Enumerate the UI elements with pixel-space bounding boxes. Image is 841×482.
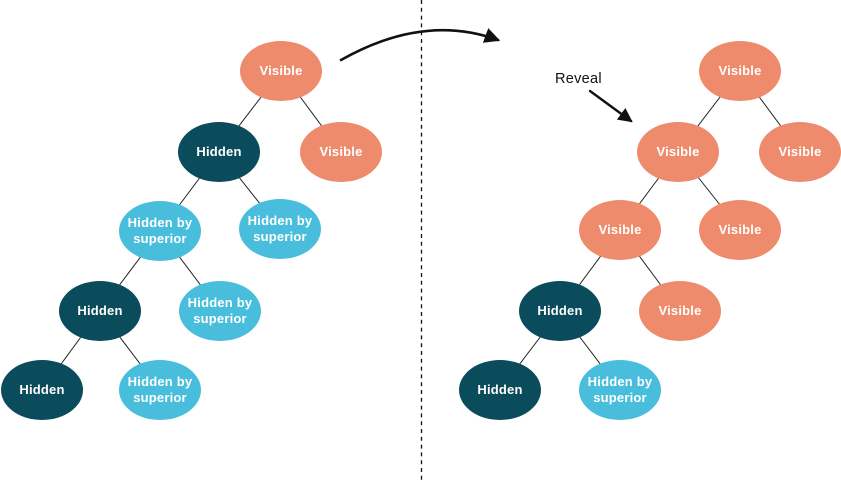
tree-node-hidden: Hidden	[59, 281, 141, 341]
tree-node-label: Visible	[718, 63, 762, 79]
tree-node-visible: Visible	[579, 200, 661, 260]
tree-node-label: Visible	[658, 303, 702, 319]
tree-node-label: Hidden	[477, 382, 523, 398]
tree-node-label: Visible	[598, 222, 642, 238]
tree-node-label: Visible	[778, 144, 822, 160]
tree-node-visible: Visible	[699, 41, 781, 101]
tree-node-visible: Visible	[639, 281, 721, 341]
tree-node-label: Hidden by superior	[187, 295, 253, 326]
tree-node-hidden: Hidden	[1, 360, 83, 420]
tree-node-visible: Visible	[300, 122, 382, 182]
tree-node-hidden: Hidden	[178, 122, 260, 182]
tree-node-visible: Visible	[637, 122, 719, 182]
tree-node-label: Visible	[319, 144, 363, 160]
tree-node-hidden: Hidden	[519, 281, 601, 341]
tree-node-label: Hidden	[196, 144, 242, 160]
tree-node-label: Hidden	[537, 303, 583, 319]
tree-node-label: Visible	[259, 63, 303, 79]
tree-node-label: Visible	[718, 222, 762, 238]
tree-node-label: Hidden	[19, 382, 65, 398]
tree-node-label: Visible	[656, 144, 700, 160]
tree-node-hidden_by_superior: Hidden by superior	[119, 201, 201, 261]
tree-node-visible: Visible	[240, 41, 322, 101]
tree-node-hidden: Hidden	[459, 360, 541, 420]
tree-node-hidden_by_superior: Hidden by superior	[179, 281, 261, 341]
tree-node-visible: Visible	[759, 122, 841, 182]
reveal-arrow	[588, 89, 633, 123]
reveal-label: Reveal	[555, 71, 602, 87]
tree-node-label: Hidden by superior	[127, 215, 193, 246]
tree-node-hidden_by_superior: Hidden by superior	[239, 199, 321, 259]
tree-node-label: Hidden	[77, 303, 123, 319]
tree-node-label: Hidden by superior	[587, 374, 653, 405]
tree-node-hidden_by_superior: Hidden by superior	[579, 360, 661, 420]
tree-node-label: Hidden by superior	[127, 374, 193, 405]
tree-node-visible: Visible	[699, 200, 781, 260]
tree-node-label: Hidden by superior	[247, 213, 313, 244]
tree-node-hidden_by_superior: Hidden by superior	[119, 360, 201, 420]
transform-arrow	[339, 28, 501, 62]
